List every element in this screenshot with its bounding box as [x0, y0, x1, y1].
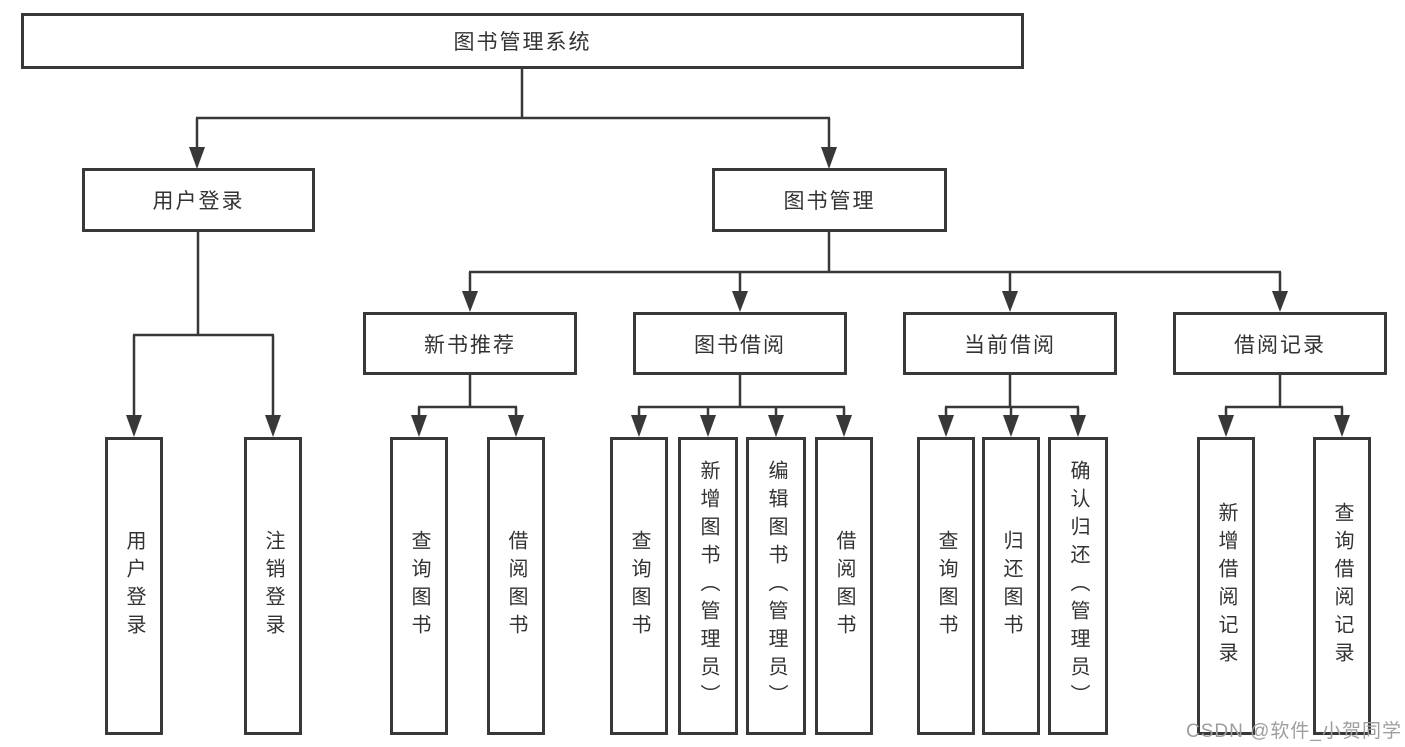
node-borrowing-records: 借阅记录	[1173, 312, 1387, 375]
node-return-books: 归还图书	[982, 437, 1040, 735]
node-label: 用户登录	[123, 530, 145, 642]
node-label: 查询图书	[935, 530, 957, 642]
node-query-books-2: 查询图书	[610, 437, 668, 735]
node-label: 图书管理	[783, 190, 876, 213]
node-confirm-return-admin: 确认归还（管理员）	[1048, 437, 1108, 735]
node-query-books-3: 查询图书	[917, 437, 975, 735]
node-borrow-books-2: 借阅图书	[815, 437, 873, 735]
node-new-book-recommendation: 新书推荐	[363, 312, 577, 375]
node-label: 新书推荐	[424, 333, 516, 357]
csdn-watermark: CSDN @软件_小贺同学	[1186, 721, 1402, 742]
node-add-borrow-record: 新增借阅记录	[1197, 437, 1255, 735]
node-label: 用户登录	[152, 190, 245, 213]
node-borrow-books-1: 借阅图书	[487, 437, 545, 735]
node-label: 新增图书（管理员）	[697, 460, 719, 712]
node-current-borrowing: 当前借阅	[903, 312, 1117, 375]
node-label: 确认归还（管理员）	[1067, 460, 1089, 712]
node-query-books-1: 查询图书	[390, 437, 448, 735]
node-query-borrow-record: 查询借阅记录	[1313, 437, 1371, 735]
node-label: 图书借阅	[694, 333, 786, 357]
node-library-management-system: 图书管理系统	[21, 13, 1024, 69]
node-label: 借阅图书	[833, 530, 855, 642]
node-label: 图书管理系统	[453, 31, 592, 54]
node-edit-books-admin: 编辑图书（管理员）	[746, 437, 806, 735]
node-label: 查询图书	[408, 530, 430, 642]
node-label: 借阅图书	[505, 530, 527, 642]
node-label: 归还图书	[1000, 530, 1022, 642]
node-user-login-leaf: 用户登录	[105, 437, 163, 735]
node-label: 注销登录	[262, 530, 284, 642]
node-label: 新增借阅记录	[1215, 502, 1237, 670]
node-label: 编辑图书（管理员）	[765, 460, 787, 712]
node-logout: 注销登录	[244, 437, 302, 735]
node-user-login: 用户登录	[82, 168, 315, 232]
node-label: 查询图书	[628, 530, 650, 642]
node-label: 查询借阅记录	[1331, 502, 1353, 670]
node-book-management: 图书管理	[712, 168, 947, 232]
node-label: 借阅记录	[1234, 333, 1326, 357]
node-add-books-admin: 新增图书（管理员）	[678, 437, 738, 735]
node-label: 当前借阅	[964, 333, 1056, 357]
node-book-borrowing: 图书借阅	[633, 312, 847, 375]
